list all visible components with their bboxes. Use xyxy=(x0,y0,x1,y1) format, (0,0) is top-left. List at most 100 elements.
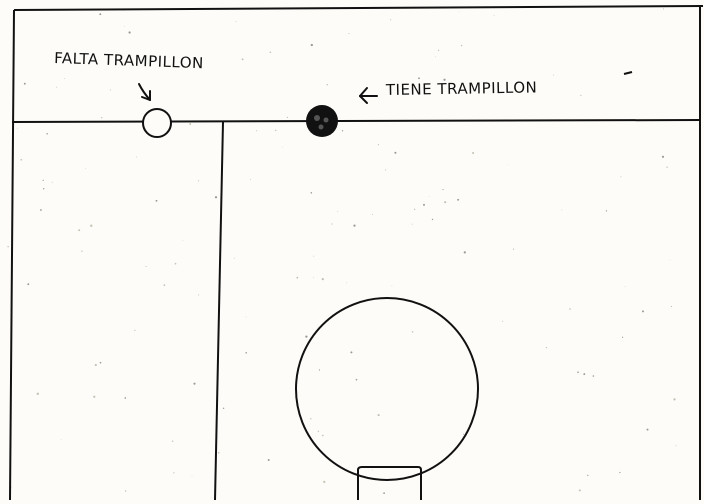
paper-speck xyxy=(411,331,414,333)
paper-speck xyxy=(353,224,356,227)
paper-speck xyxy=(377,414,380,417)
paper-speck xyxy=(442,189,444,191)
paper-speck xyxy=(124,25,125,27)
has-trapdoor-label: TIENE TRAMPILLON xyxy=(385,78,538,99)
paper-speck xyxy=(310,43,313,47)
paper-speck xyxy=(99,13,102,16)
paper-speck xyxy=(241,58,244,61)
paper-speck xyxy=(348,32,350,35)
paper-speck xyxy=(7,245,9,248)
paper-speck xyxy=(313,255,315,257)
paper-speck xyxy=(189,123,192,125)
paper-speck xyxy=(507,164,509,166)
paper-speck xyxy=(210,496,212,498)
paper-speck xyxy=(250,179,252,180)
paper-speck xyxy=(90,224,93,227)
paper-speck xyxy=(128,31,131,34)
paper-speck xyxy=(124,490,127,492)
paper-speck xyxy=(63,78,65,79)
paper-speckles xyxy=(7,8,677,498)
paper-speck xyxy=(337,210,339,212)
paper-speck xyxy=(437,49,440,51)
paper-speck xyxy=(275,129,277,131)
paper-speck xyxy=(390,19,392,21)
paper-speck xyxy=(326,83,329,86)
paper-speck xyxy=(134,329,136,331)
paper-speck xyxy=(235,21,237,22)
paper-speck xyxy=(470,84,473,87)
paper-speck xyxy=(428,195,430,197)
paper-speck xyxy=(385,169,386,171)
paper-speck xyxy=(661,155,665,158)
paper-speck xyxy=(578,489,581,492)
paper-speck xyxy=(670,305,673,308)
paper-speck xyxy=(174,262,177,265)
paper-speck xyxy=(341,130,344,132)
paper-speck xyxy=(36,392,39,395)
paper-speck xyxy=(493,14,495,16)
paper-speck xyxy=(286,116,289,119)
paper-speck xyxy=(305,335,308,338)
paper-speck xyxy=(669,259,671,261)
bottom-rectangle xyxy=(357,466,422,500)
paper-speck xyxy=(372,469,373,471)
paper-speck xyxy=(383,492,385,494)
paper-speck xyxy=(42,188,45,190)
paper-speck xyxy=(245,316,247,318)
paper-speck xyxy=(56,86,58,88)
paper-speck xyxy=(78,229,81,232)
paper-speck xyxy=(619,471,621,474)
missing-trapdoor-label: FALTA TRAMPILLON xyxy=(54,49,204,72)
paper-speck xyxy=(16,127,18,129)
paper-speck xyxy=(459,11,460,13)
paper-speck xyxy=(27,283,30,286)
paper-speck xyxy=(310,192,313,194)
paper-speck xyxy=(85,168,87,170)
paper-speck xyxy=(624,286,626,287)
paper-speck xyxy=(20,158,23,161)
paper-speck xyxy=(443,78,446,81)
paper-speck xyxy=(222,407,225,410)
paper-speck xyxy=(193,382,196,385)
paper-speck xyxy=(321,277,324,281)
missing-trapdoor-marker xyxy=(142,108,172,138)
paper-speck xyxy=(124,397,127,399)
paper-speck xyxy=(583,373,586,376)
paper-speck xyxy=(323,480,326,483)
paper-speck xyxy=(346,282,347,284)
paper-speck xyxy=(99,361,102,364)
paper-speck xyxy=(431,218,434,221)
paper-speck xyxy=(457,198,460,201)
paper-speck xyxy=(39,209,42,211)
paper-speck xyxy=(171,440,174,442)
paper-speck xyxy=(411,223,413,225)
paper-speck xyxy=(641,310,645,313)
paper-speck xyxy=(460,44,463,47)
paper-speck xyxy=(621,336,624,338)
paper-speck xyxy=(391,285,393,287)
paper-speck xyxy=(444,201,447,204)
paper-speck xyxy=(51,181,53,183)
paper-speck xyxy=(233,257,235,259)
paper-speck xyxy=(673,398,676,401)
paper-speck xyxy=(101,116,103,119)
paper-speck xyxy=(418,77,420,80)
paper-speck xyxy=(377,144,380,146)
paper-speck xyxy=(23,82,26,85)
paper-speck xyxy=(317,430,320,432)
paper-speck xyxy=(545,347,547,349)
left-arrow-icon xyxy=(359,87,378,104)
paper-speck xyxy=(394,151,397,154)
paper-speck xyxy=(94,363,97,367)
paper-speck xyxy=(580,94,582,97)
paper-speck xyxy=(666,166,668,168)
paper-speck xyxy=(93,395,96,398)
paper-speck xyxy=(182,239,184,241)
paper-speck xyxy=(267,459,270,461)
paper-speck xyxy=(191,476,193,478)
paper-speck xyxy=(145,266,147,268)
paper-speck xyxy=(605,210,608,212)
large-circle xyxy=(295,297,479,481)
